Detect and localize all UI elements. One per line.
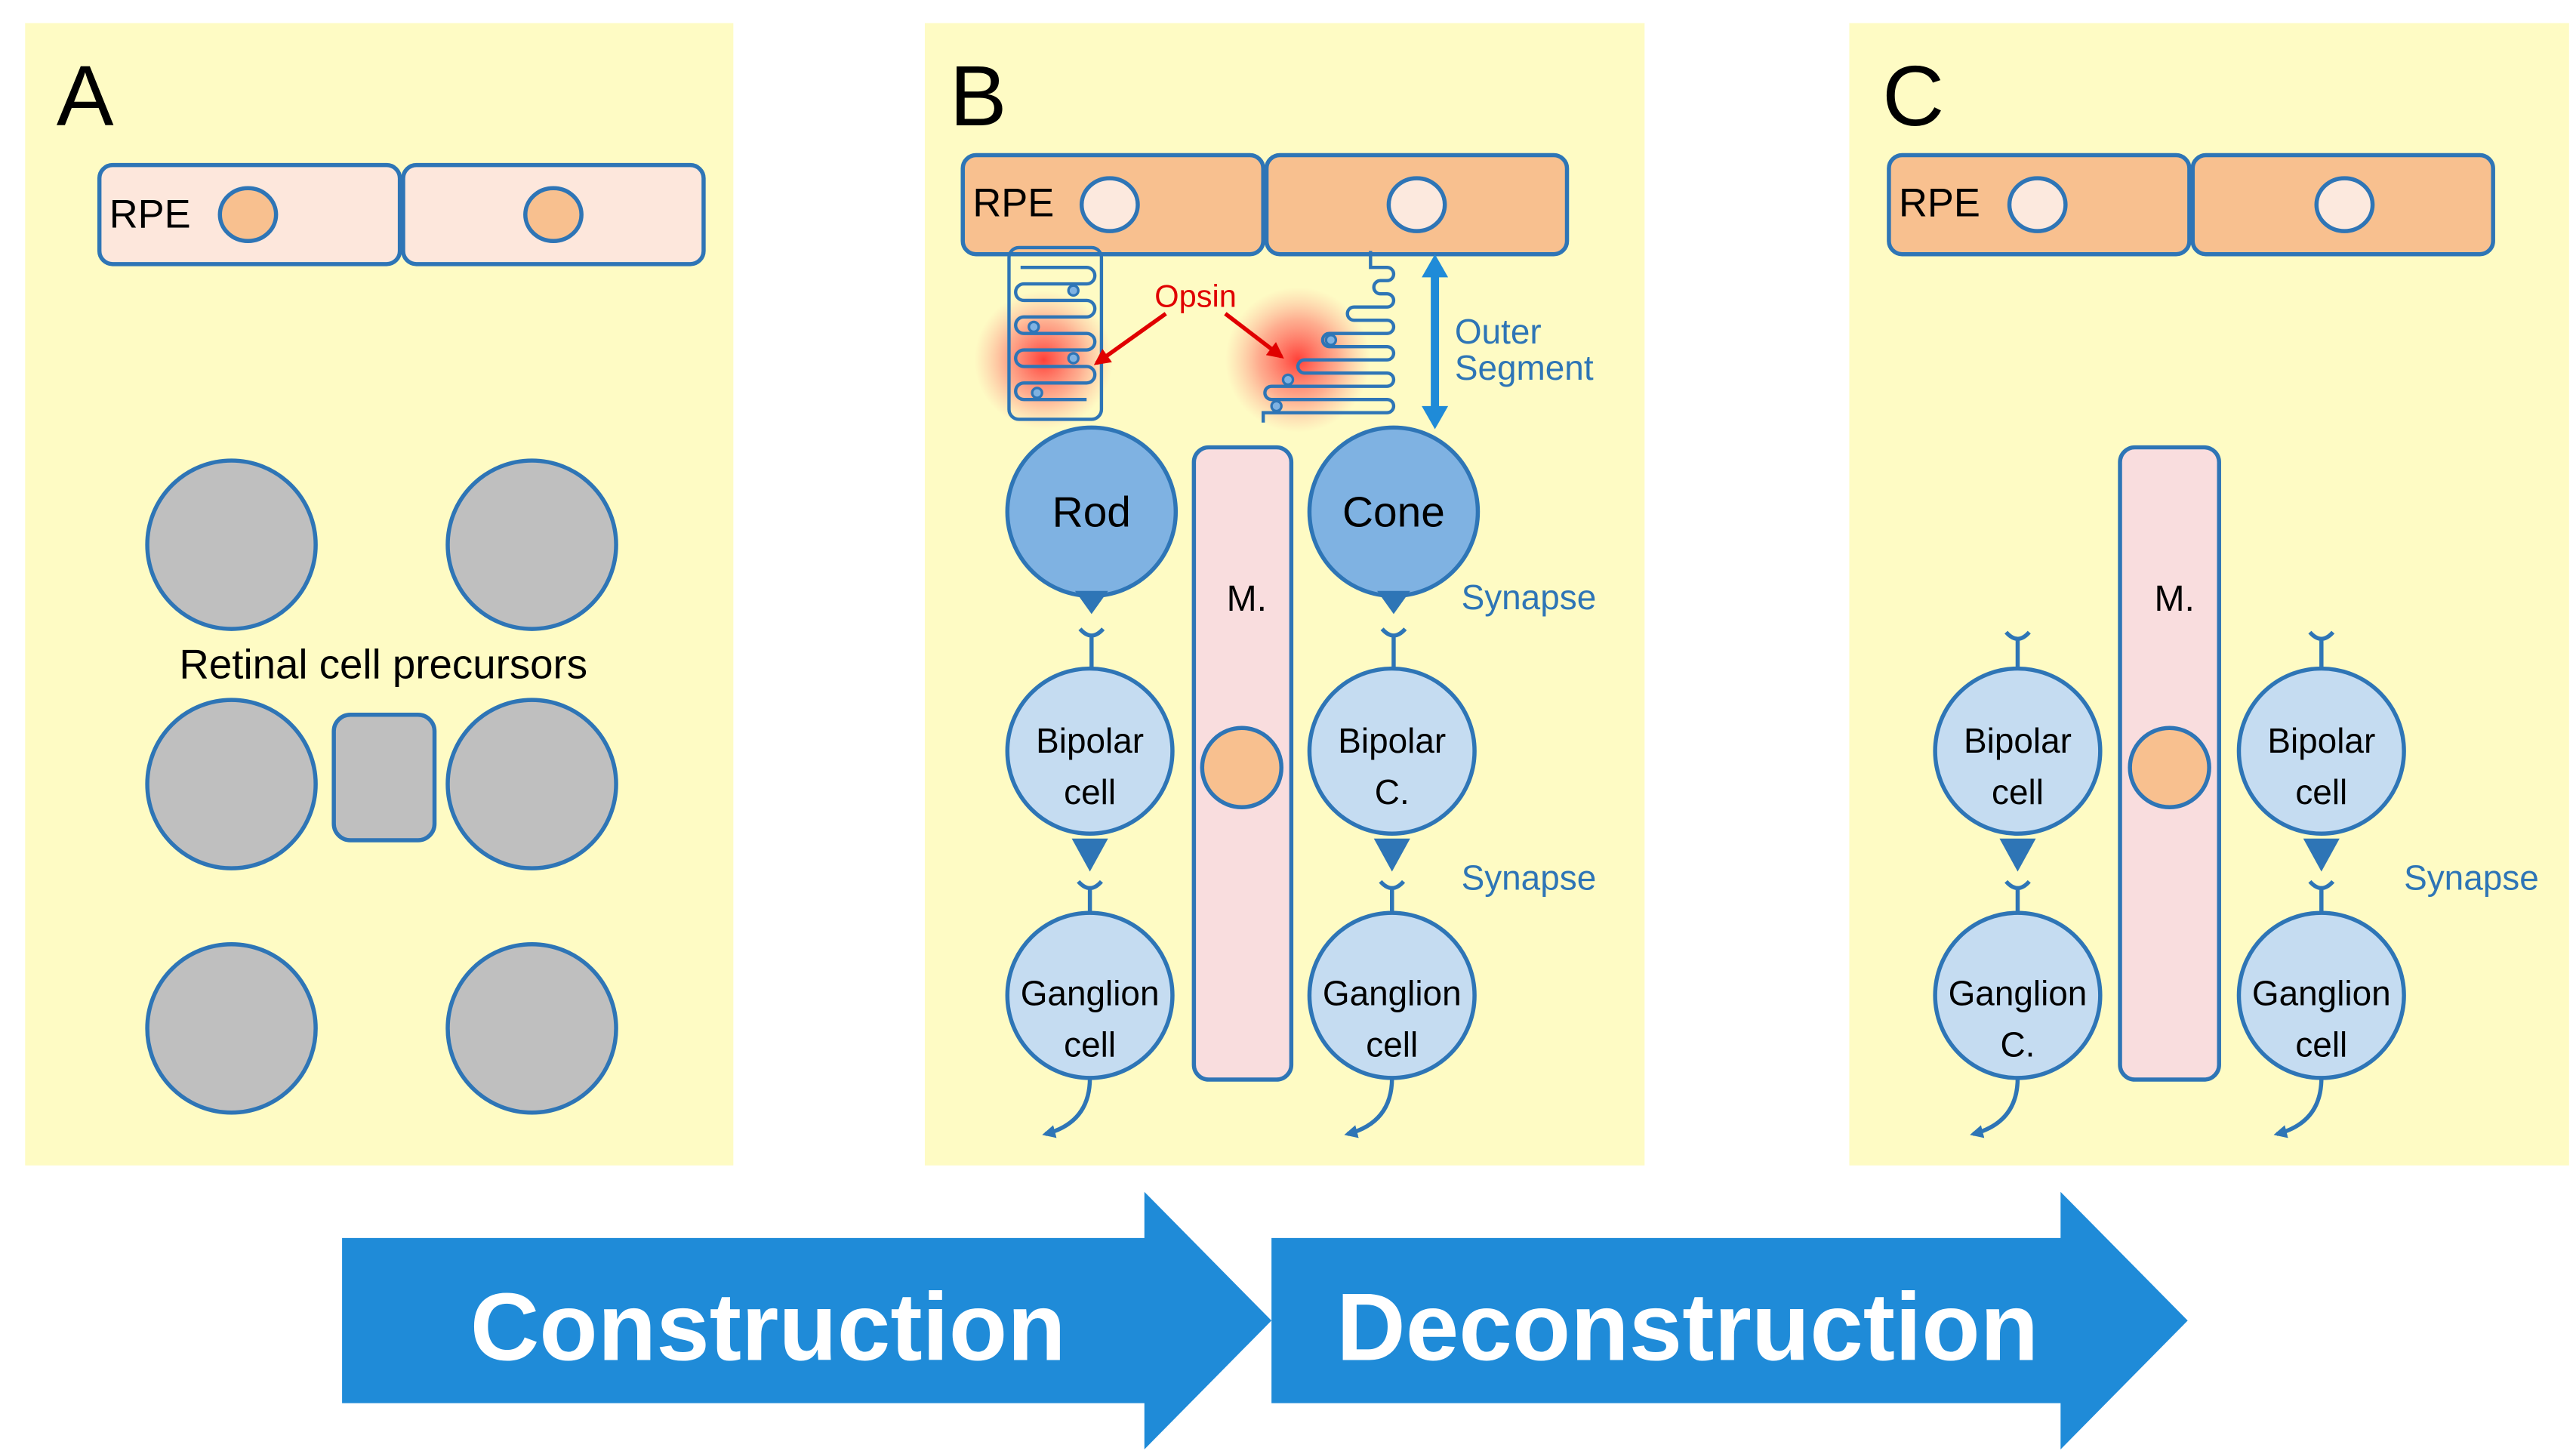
bipolar-label: Bipolar <box>1338 721 1446 760</box>
ganglion-label: Ganglion <box>1021 974 1160 1013</box>
outer-segment-label: Outer <box>1455 312 1542 351</box>
precursor-cell <box>445 698 618 870</box>
outer-segment-bracket <box>1422 254 1449 430</box>
ganglion-label: cell <box>1366 1024 1418 1064</box>
opsin-glow <box>1225 287 1371 433</box>
ganglion-label: C. <box>2001 1024 2035 1064</box>
panel-c-letter: C <box>1882 48 1944 144</box>
ganglion-label: cell <box>1064 1024 1116 1064</box>
cone-terminal <box>1377 590 1410 615</box>
bipolar-terminal <box>2303 838 2340 872</box>
muller-label: M. <box>1227 578 1267 619</box>
bipolar-label: cell <box>2295 772 2347 812</box>
opsin-glow <box>974 290 1114 430</box>
rpe-nucleus <box>2007 176 2068 233</box>
rpe-label: RPE <box>109 193 191 237</box>
synapse-label: Synapse <box>1462 858 1597 898</box>
muller-nucleus <box>2128 726 2211 809</box>
bipolar-label: cell <box>1992 772 2044 812</box>
bipolar-label: cell <box>1064 772 1116 812</box>
panel-a-letter: A <box>57 48 114 144</box>
cone-outer-segment <box>1262 251 1396 423</box>
rod-outer-segment <box>1007 245 1104 421</box>
axon-arrow <box>2273 1077 2324 1138</box>
synapse-dendrite <box>2004 630 2031 669</box>
deconstruction-arrow: Deconstruction <box>1271 1191 2188 1449</box>
ganglion-label: Ganglion <box>1323 974 1462 1013</box>
construction-label: Construction <box>470 1274 1066 1381</box>
opsin-arrow <box>1224 312 1284 359</box>
synapse-dendrite <box>1078 627 1105 669</box>
rpe-nucleus <box>1079 176 1140 233</box>
panel-c: C RPE M. Bipolar cell Ganglion C. Bipola… <box>1849 23 2569 1166</box>
bipolar-label: Bipolar <box>2267 721 2375 760</box>
panel-b-letter: B <box>950 48 1007 144</box>
precursor-cell <box>445 458 618 631</box>
synapse-dendrite <box>2308 880 2335 913</box>
bipolar-cell <box>2236 666 2406 836</box>
ganglion-label: Ganglion <box>2252 974 2391 1013</box>
precursor-cell <box>445 941 618 1115</box>
muller-label: M. <box>2154 578 2194 619</box>
synapse-dendrite <box>2308 630 2335 669</box>
opsin-label: Opsin <box>1154 279 1237 314</box>
synapse-label: Synapse <box>2404 858 2539 898</box>
rod-label: Rod <box>1052 489 1131 537</box>
bipolar-label: Bipolar <box>1964 721 2072 760</box>
axon-arrow <box>1042 1077 1092 1138</box>
synapse-dendrite <box>1380 627 1407 669</box>
bipolar-terminal <box>1999 838 2036 872</box>
bipolar-label: Bipolar <box>1036 721 1144 760</box>
bipolar-terminal <box>1071 838 1108 872</box>
synapse-dendrite <box>1077 880 1103 913</box>
precursor-cell-square <box>331 713 437 843</box>
bipolar-label: C. <box>1375 772 1410 812</box>
bipolar-cell <box>1307 666 1477 836</box>
rpe-label: RPE <box>1899 181 1980 225</box>
rpe-nucleus <box>2314 176 2375 233</box>
precursor-cell <box>145 698 318 870</box>
cone-label: Cone <box>1342 489 1445 537</box>
precursor-cell <box>145 458 318 631</box>
rpe-label: RPE <box>972 181 1054 225</box>
axon-arrow <box>1344 1077 1394 1138</box>
bipolar-cell <box>1933 666 2103 836</box>
construction-arrow: Construction <box>342 1191 1272 1449</box>
rpe-nucleus <box>217 186 279 243</box>
ganglion-label: Ganglion <box>1949 974 2088 1013</box>
rod-terminal <box>1074 590 1108 615</box>
panel-b: B RPE Opsin <box>924 23 1645 1166</box>
axon-arrow <box>1970 1077 2020 1138</box>
opsin-arrow <box>1093 312 1167 365</box>
bipolar-terminal <box>1373 838 1410 872</box>
precursor-cell <box>145 941 318 1115</box>
synapse-dendrite <box>1379 880 1406 913</box>
synapse-label: Synapse <box>1462 578 1597 617</box>
deconstruction-label: Deconstruction <box>1336 1274 2038 1381</box>
panel-a: A RPE Retinal cell precursors <box>25 23 734 1166</box>
precursors-label: Retinal cell precursors <box>179 642 587 688</box>
ganglion-label: cell <box>2295 1024 2347 1064</box>
rpe-nucleus <box>523 186 584 243</box>
bipolar-cell <box>1005 666 1175 836</box>
outer-segment-label: Segment <box>1455 348 1594 387</box>
rpe-nucleus <box>1386 176 1447 233</box>
muller-nucleus <box>1200 726 1283 809</box>
synapse-dendrite <box>2004 880 2031 913</box>
